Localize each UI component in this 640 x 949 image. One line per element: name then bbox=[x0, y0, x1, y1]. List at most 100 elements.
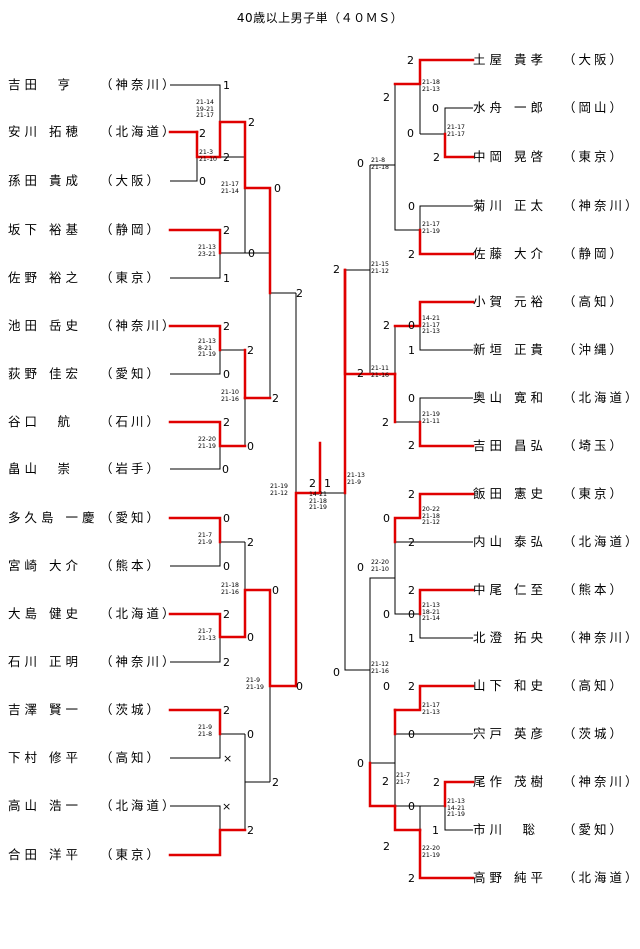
right-player-row: 奥山 寛和（北海道） bbox=[473, 390, 640, 406]
round-mark: 2 bbox=[407, 54, 414, 67]
round-mark: 2 bbox=[382, 416, 389, 429]
winner-path bbox=[418, 228, 475, 256]
round-mark: 1 bbox=[223, 272, 230, 285]
bracket-line bbox=[244, 350, 270, 399]
round-mark: 2 bbox=[223, 151, 230, 164]
match-score: 21-17 21-19 bbox=[422, 221, 440, 235]
round-mark: 0 bbox=[408, 728, 415, 741]
round-mark: 2 bbox=[408, 488, 415, 501]
round-mark: 2 bbox=[248, 116, 255, 129]
match-score: 21-13 21-9 bbox=[347, 472, 365, 486]
player-prefecture: （神奈川） bbox=[563, 630, 640, 645]
player-name: 水舟 一郎 bbox=[473, 100, 547, 115]
winner-path bbox=[168, 588, 298, 688]
player-prefecture: （神奈川） bbox=[100, 77, 178, 92]
player-prefecture: （静岡） bbox=[100, 222, 163, 237]
round-mark: 2 bbox=[408, 439, 415, 452]
winner-path bbox=[168, 708, 222, 736]
bracket-line bbox=[394, 578, 420, 615]
winner-path bbox=[393, 492, 475, 544]
left-player-row: 坂下 裕基（静岡） bbox=[8, 222, 162, 238]
match-score: 22-20 21-10 bbox=[371, 559, 389, 573]
winner-path bbox=[168, 324, 222, 352]
player-prefecture: （熊本） bbox=[100, 558, 163, 573]
left-player-row: 谷口 航 （石川） bbox=[8, 414, 162, 430]
bracket-line bbox=[170, 541, 245, 567]
round-mark: 2 bbox=[333, 263, 340, 276]
match-score: 21-3 21-10 bbox=[199, 149, 217, 163]
match-score: 22-20 21-19 bbox=[198, 436, 216, 450]
player-name: 孫田 貴成 bbox=[8, 173, 82, 188]
right-player-row: 北澄 拓央（神奈川） bbox=[473, 630, 640, 646]
player-name: 谷口 航 bbox=[8, 414, 75, 429]
round-mark: 0 bbox=[296, 680, 303, 693]
round-mark: 2 bbox=[408, 584, 415, 597]
bracket-line bbox=[170, 84, 221, 132]
match-score: 21-12 21-16 bbox=[371, 661, 389, 675]
player-name: 池田 岳史 bbox=[8, 318, 82, 333]
left-player-row: 畠山 崇（岩手） bbox=[8, 461, 162, 477]
player-prefecture: （北海道） bbox=[563, 390, 640, 405]
winner-path bbox=[368, 761, 397, 808]
match-score: 21-9 21-8 bbox=[198, 724, 213, 738]
player-prefecture: （東京） bbox=[563, 149, 626, 164]
left-player-row: 吉澤 賢一（茨城） bbox=[8, 702, 162, 718]
player-prefecture: （北海道） bbox=[563, 534, 640, 549]
player-prefecture: （北海道） bbox=[563, 870, 640, 885]
round-mark: × bbox=[223, 752, 233, 765]
player-prefecture: （愛知） bbox=[563, 822, 626, 837]
round-mark: 0 bbox=[223, 512, 230, 525]
winner-path bbox=[443, 780, 475, 808]
player-name: 石川 正明 bbox=[8, 654, 82, 669]
round-mark: 0 bbox=[247, 728, 254, 741]
player-prefecture: （東京） bbox=[100, 270, 163, 285]
winner-path bbox=[393, 804, 422, 832]
right-player-row: 中尾 仁至（熊本） bbox=[473, 582, 625, 598]
left-player-row: 大島 健史（北海道） bbox=[8, 606, 178, 622]
round-mark: 2 bbox=[408, 536, 415, 549]
winner-path bbox=[294, 441, 322, 688]
player-prefecture: （北海道） bbox=[100, 606, 178, 621]
winner-path bbox=[418, 420, 475, 448]
left-player-row: 石川 正明（神奈川） bbox=[8, 654, 178, 670]
right-player-row: 高野 純平（北海道） bbox=[473, 870, 640, 886]
match-score: 21-7 21-13 bbox=[198, 628, 216, 642]
round-mark: 0 bbox=[357, 757, 364, 770]
match-score: 21-13 18-21 21-14 bbox=[422, 602, 440, 623]
player-prefecture: （大阪） bbox=[100, 173, 163, 188]
left-player-row: 多久島 一慶（愛知） bbox=[8, 510, 162, 526]
round-mark: 2 bbox=[223, 320, 230, 333]
round-mark: 2 bbox=[247, 824, 254, 837]
round-mark: 0 bbox=[223, 368, 230, 381]
bracket-line bbox=[269, 292, 296, 398]
player-name: 佐野 裕之 bbox=[8, 270, 82, 285]
player-prefecture: （岡山） bbox=[563, 100, 626, 115]
round-mark: 2 bbox=[382, 775, 389, 788]
player-prefecture: （愛知） bbox=[100, 366, 163, 381]
match-score: 21-18 21-13 bbox=[422, 79, 440, 93]
round-mark: 0 bbox=[247, 631, 254, 644]
winner-path bbox=[443, 132, 475, 159]
left-player-row: 池田 岳史（神奈川） bbox=[8, 318, 178, 334]
round-mark: 2 bbox=[223, 656, 230, 669]
round-mark: 2 bbox=[433, 776, 440, 789]
player-prefecture: （北海道） bbox=[100, 124, 178, 139]
match-score: 21-11 21-16 bbox=[371, 365, 389, 379]
player-name: 多久島 一慶 bbox=[8, 510, 99, 525]
player-prefecture: （東京） bbox=[563, 486, 626, 501]
round-mark: 2 bbox=[247, 344, 254, 357]
round-mark: 2 bbox=[223, 704, 230, 717]
player-name: 吉田 亨 bbox=[8, 77, 75, 92]
right-player-row: 吉田 昌弘（埼玉） bbox=[473, 438, 625, 454]
round-mark: 0 bbox=[432, 102, 439, 115]
round-mark: 2 bbox=[383, 319, 390, 332]
match-score: 21-17 21-17 bbox=[447, 124, 465, 138]
match-score: 21-13 14-21 21-19 bbox=[447, 798, 465, 819]
player-prefecture: （石川） bbox=[100, 414, 163, 429]
player-name: 安川 拓穂 bbox=[8, 124, 82, 139]
player-prefecture: （岩手） bbox=[100, 461, 163, 476]
round-mark: 1 bbox=[223, 79, 230, 92]
round-mark: 1 bbox=[432, 824, 439, 837]
round-mark: 2 bbox=[433, 151, 440, 164]
